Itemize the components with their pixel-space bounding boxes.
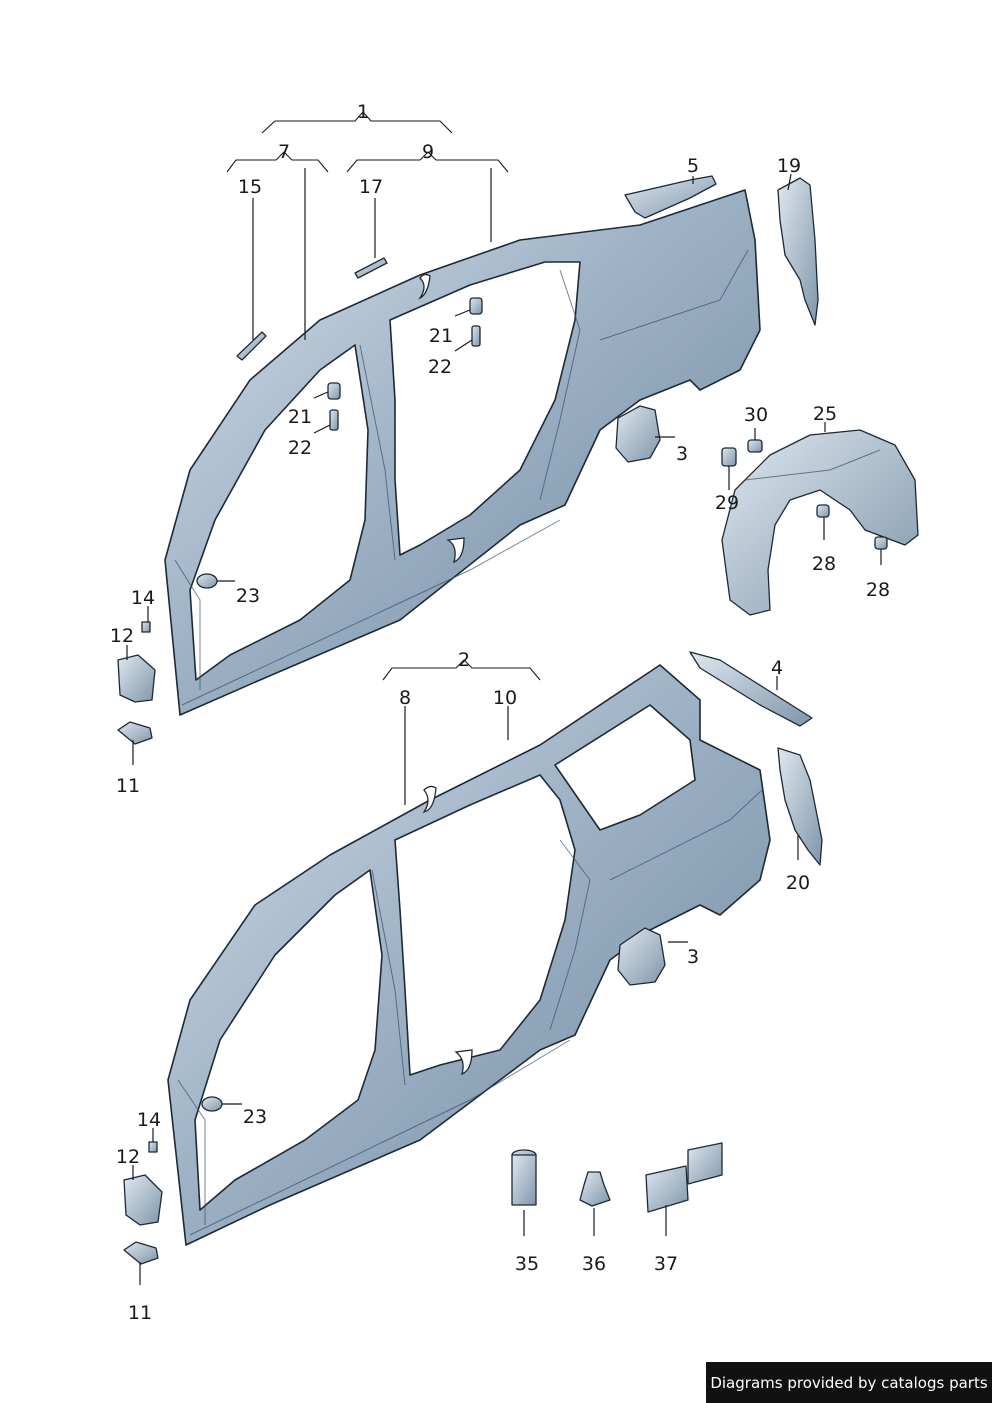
callout-3b: 3 <box>687 946 699 968</box>
part-30-clip <box>747 439 763 453</box>
callout-14b: 14 <box>137 1109 161 1131</box>
part-23-plug-upper <box>196 573 218 589</box>
part-37-pads <box>645 1142 723 1213</box>
brace-1 <box>261 111 453 134</box>
callout-12b: 12 <box>116 1146 140 1168</box>
part-19-bracket <box>777 177 819 326</box>
part-28-screw-a <box>816 504 830 518</box>
callout-30: 30 <box>744 404 768 426</box>
callout-19: 19 <box>777 155 801 177</box>
part-12-bracket-upper <box>117 654 156 703</box>
side-panel-wagon <box>167 664 771 1246</box>
part-11-clip-lower <box>123 1241 159 1265</box>
callout-5: 5 <box>687 155 699 177</box>
callout-28a: 28 <box>812 553 836 575</box>
part-4-strip <box>689 651 813 727</box>
callout-1: 1 <box>357 101 369 123</box>
part-14-clip-upper <box>141 621 151 633</box>
callout-20: 20 <box>786 872 810 894</box>
callout-21a: 21 <box>429 325 453 347</box>
part-28-screw-b <box>874 536 888 550</box>
callout-7: 7 <box>278 141 290 163</box>
callout-labels: 1 7 9 15 17 5 19 21 22 21 22 3 30 25 29 … <box>110 101 890 1324</box>
callout-29: 29 <box>715 492 739 514</box>
part-21-bolt-b <box>327 382 341 400</box>
part-29-clip <box>721 447 737 467</box>
part-20-bracket <box>777 747 823 866</box>
part-36-grommet <box>579 1171 611 1207</box>
part-3-bracket-lower <box>617 927 666 986</box>
part-22-screw-b <box>329 409 339 431</box>
part-22-screw-a <box>471 325 481 347</box>
callout-14a: 14 <box>131 587 155 609</box>
attribution-text: Diagrams provided by catalogs parts <box>710 1373 988 1392</box>
callout-37: 37 <box>654 1253 678 1275</box>
callout-12a: 12 <box>110 625 134 647</box>
brace-7 <box>226 151 329 173</box>
side-panel-sedan <box>164 189 761 716</box>
callout-8: 8 <box>399 687 411 709</box>
callout-23a: 23 <box>236 585 260 607</box>
part-15-trim <box>236 331 267 361</box>
callout-4: 4 <box>771 657 783 679</box>
part-25-wheelhouse-liner <box>721 429 919 616</box>
callout-3a: 3 <box>676 443 688 465</box>
callout-10: 10 <box>493 687 517 709</box>
callout-11a: 11 <box>116 775 140 797</box>
part-17-trim <box>354 257 388 279</box>
callout-9: 9 <box>422 141 434 163</box>
part-3-bracket-upper <box>615 405 661 463</box>
brace-2 <box>382 659 541 681</box>
callout-35: 35 <box>515 1253 539 1275</box>
callout-22a: 22 <box>428 356 452 378</box>
callout-17: 17 <box>359 176 383 198</box>
attribution-banner: Diagrams provided by catalogs parts <box>706 1362 992 1403</box>
callout-25: 25 <box>813 403 837 425</box>
brace-9 <box>346 151 509 173</box>
part-23-plug-lower <box>201 1096 223 1112</box>
callout-23b: 23 <box>243 1106 267 1128</box>
callout-2: 2 <box>458 649 470 671</box>
part-11-clip-upper <box>117 721 153 745</box>
callout-21b: 21 <box>288 406 312 428</box>
callout-15: 15 <box>238 176 262 198</box>
callout-36: 36 <box>582 1253 606 1275</box>
leader-lines <box>126 168 882 1285</box>
callout-28b: 28 <box>866 579 890 601</box>
part-12-bracket-lower <box>123 1174 163 1226</box>
part-14-clip-lower <box>148 1141 158 1153</box>
part-35-cartridge <box>511 1149 537 1206</box>
callout-22b: 22 <box>288 437 312 459</box>
callout-11b: 11 <box>128 1302 152 1324</box>
part-5-strip <box>624 175 717 219</box>
part-21-bolt-a <box>469 297 483 315</box>
